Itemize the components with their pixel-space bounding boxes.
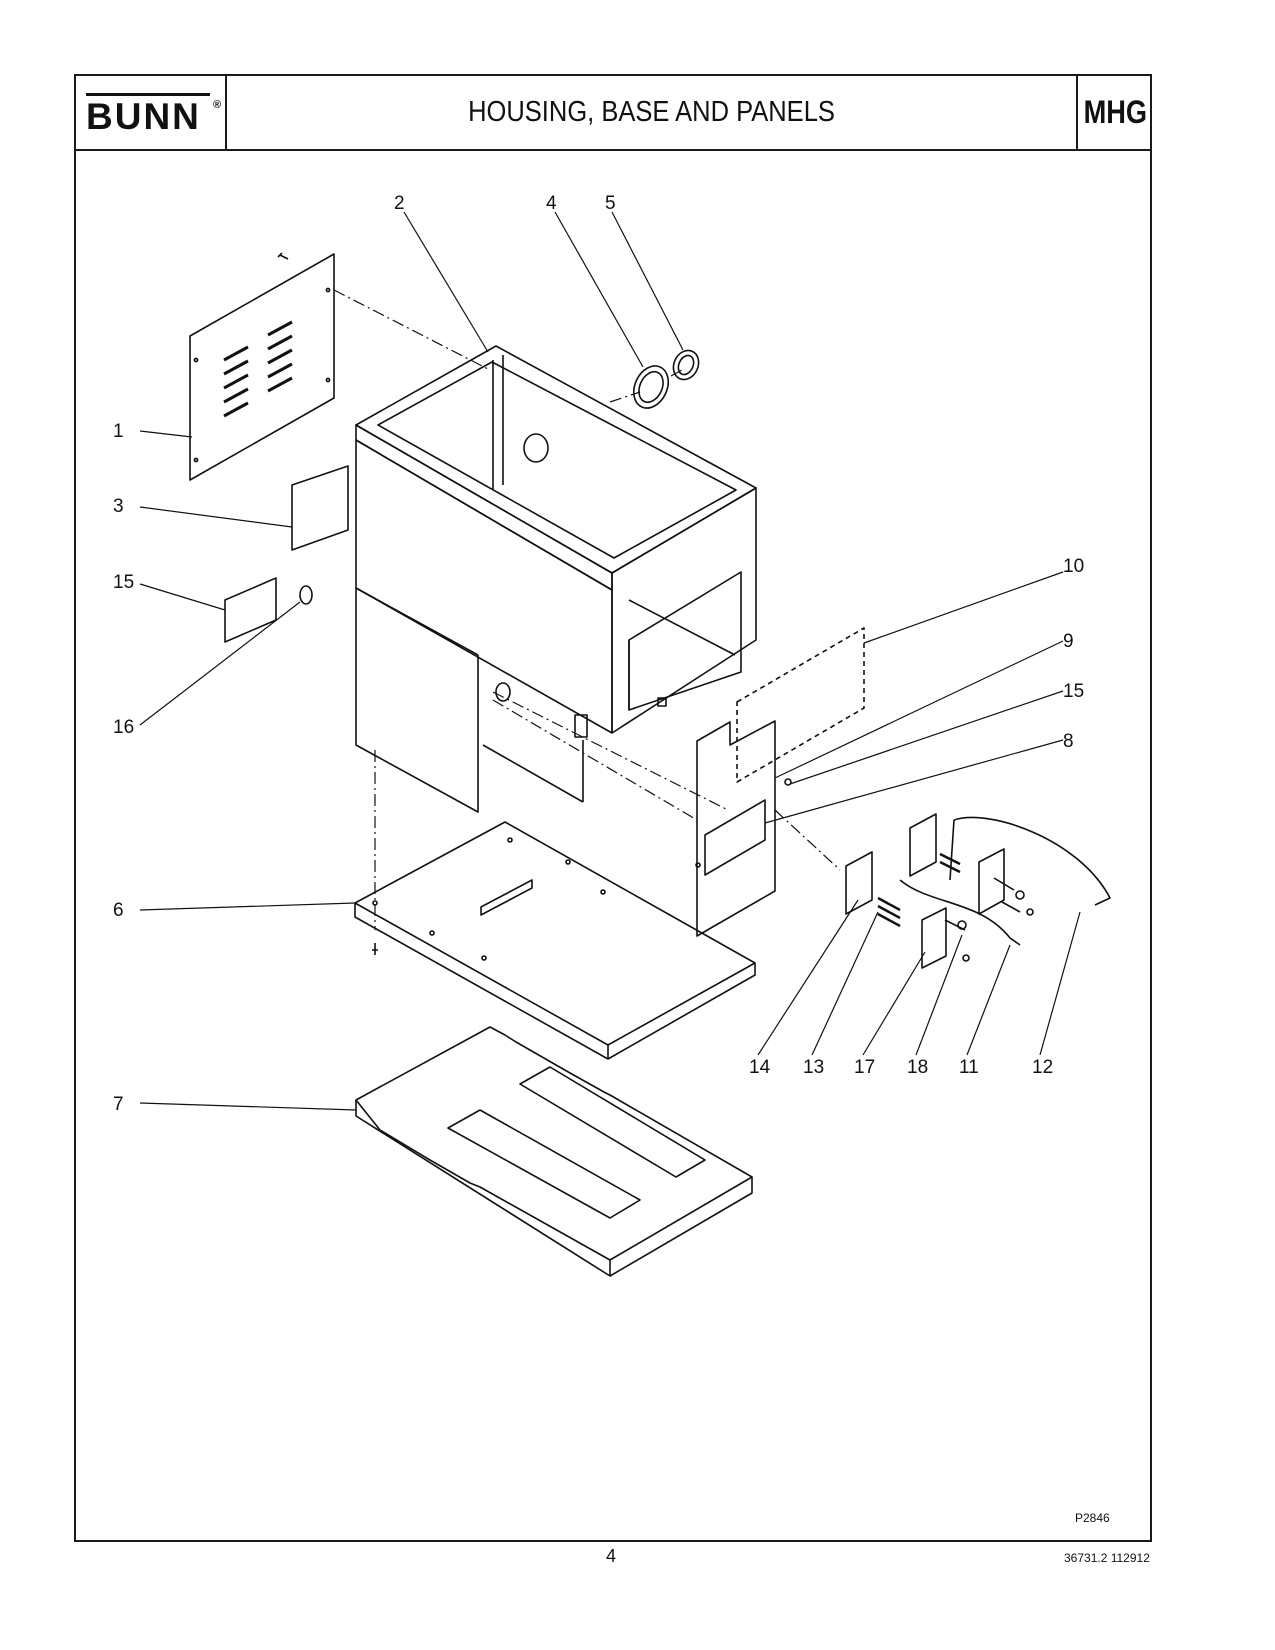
callout-12: 12 <box>1032 1057 1053 1078</box>
disc-16 <box>299 585 313 605</box>
callout-7: 7 <box>113 1094 124 1115</box>
bunn-logo: BUNN <box>86 96 201 137</box>
callout-13: 13 <box>803 1057 824 1078</box>
grommet-ring <box>632 365 670 409</box>
louvered-panel <box>189 252 335 481</box>
registered-mark: ® <box>213 99 222 111</box>
strain-relief <box>672 349 700 381</box>
page-number: 4 <box>606 1546 617 1566</box>
callout-10: 10 <box>1063 556 1084 577</box>
callout-18: 18 <box>907 1057 928 1078</box>
callout-17: 17 <box>854 1057 875 1078</box>
callout-9: 9 <box>1063 631 1074 652</box>
callout-15-upper: 15 <box>1063 681 1084 702</box>
callout-8: 8 <box>1063 731 1074 752</box>
callout-5: 5 <box>605 193 616 214</box>
drip-tray <box>355 1026 753 1277</box>
housing <box>355 345 757 813</box>
bracket-hardware <box>845 813 1111 969</box>
callout-3: 3 <box>113 496 124 517</box>
callout-1: 1 <box>113 421 124 442</box>
page-title: HOUSING, BASE AND PANELS <box>468 96 835 128</box>
page-frame: BUNN ® HOUSING, BASE AND PANELS MHG <box>74 74 1152 1542</box>
callout-16: 16 <box>113 717 134 738</box>
title-block: BUNN ® HOUSING, BASE AND PANELS MHG <box>76 76 1150 151</box>
drawing-number: P2846 <box>1075 1511 1110 1525</box>
document-code: 36731.2 112912 <box>1064 1551 1150 1565</box>
rear-panel <box>695 627 865 937</box>
callout-15-left: 15 <box>113 572 134 593</box>
logo-cell: BUNN ® <box>76 76 227 149</box>
base <box>354 821 756 1060</box>
logo-bar <box>86 93 210 96</box>
callout-4: 4 <box>546 193 557 214</box>
callout-2: 2 <box>394 193 405 214</box>
callout-11: 11 <box>959 1057 979 1078</box>
label-3 <box>291 465 349 551</box>
callout-6: 6 <box>113 900 124 921</box>
callout-14: 14 <box>749 1057 771 1078</box>
model-code: MHG <box>1076 76 1152 149</box>
model-code-text: MHG <box>1083 94 1147 130</box>
